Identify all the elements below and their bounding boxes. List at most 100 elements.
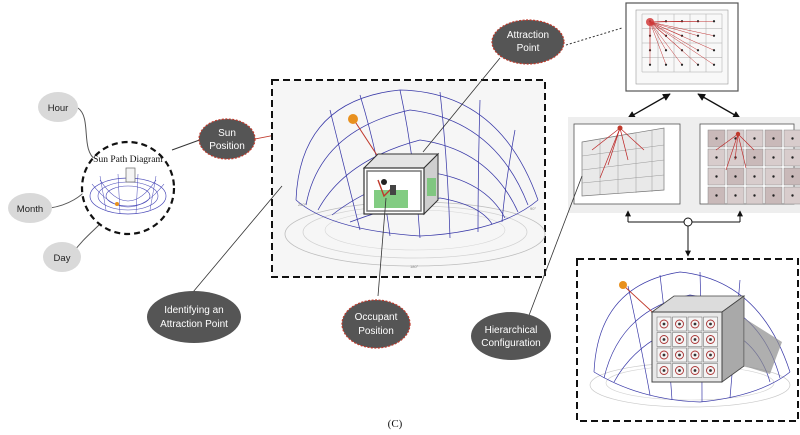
occupant-line2: Position (358, 326, 394, 337)
cell-dot (753, 137, 756, 140)
hier-cell-ring (706, 350, 715, 360)
hier-cell-ring (706, 366, 715, 375)
central-scene: 260° 90° 180° (271, 79, 546, 278)
attraction-ray (649, 21, 715, 23)
flat-ray (725, 133, 739, 171)
cell-dot (791, 194, 794, 197)
cell-dot (772, 194, 775, 197)
occupant-position-bubble: Occupant Position (341, 299, 411, 349)
central-sun (348, 114, 358, 124)
attraction-point-line2: Point (517, 43, 540, 54)
hour-connector (77, 107, 97, 161)
identifying-line1: Identifying an (164, 305, 224, 316)
hier-cell-dot (678, 353, 681, 357)
sun-position-bubble: Sun Position (198, 118, 256, 160)
attraction-ray (649, 21, 715, 36)
cell-dot (753, 156, 756, 159)
hier-cell-dot (662, 322, 666, 326)
hier-cell-dot (693, 322, 697, 326)
svg-text:90°: 90° (530, 206, 536, 211)
month-connector (49, 189, 87, 209)
grid-point (712, 34, 716, 37)
hier-cell-ring (690, 335, 700, 344)
cell-dot (715, 175, 718, 178)
flat-cells (707, 129, 800, 205)
identifying-pointer (187, 185, 283, 299)
grid-point (680, 63, 684, 66)
occupant-pointer (377, 197, 387, 297)
split-arrow-left (627, 93, 671, 119)
cell-dot (791, 156, 794, 159)
config-perspective (573, 123, 681, 205)
hier-cell-dot (678, 369, 681, 372)
hier-cell-ring (659, 335, 669, 344)
figure-caption: (C) (388, 418, 403, 430)
svg-text:260°: 260° (298, 202, 307, 207)
attraction-ray (649, 21, 699, 36)
cell-dot (734, 194, 737, 197)
cell-dot (791, 137, 794, 140)
attraction-ray (649, 21, 667, 51)
grid-point (664, 34, 668, 37)
attraction-point-pointer (565, 27, 623, 46)
flat-ray (737, 133, 747, 169)
day-label: Day (54, 253, 71, 264)
hier-cell-ring (690, 366, 700, 375)
attraction-ray (649, 21, 699, 51)
sun-position-line1: Sun (218, 128, 236, 139)
hierarchical-sun (619, 281, 627, 289)
attraction-point-bubble: Attraction Point (491, 19, 565, 65)
hierarchical-pointer (527, 175, 583, 319)
attraction-ray (649, 21, 715, 65)
grid-point (696, 49, 700, 52)
hier-cell-dot (662, 353, 666, 357)
configurations-panel (568, 117, 800, 213)
hier-cell-ring (690, 319, 700, 329)
hier-cell-dot (693, 369, 697, 372)
grid-point (712, 20, 716, 23)
hier-cell-ring (675, 366, 684, 375)
hier-cell-dot (709, 322, 712, 326)
hier-cell-dot (709, 369, 712, 372)
flat-ray (715, 133, 739, 151)
grid-point (664, 63, 668, 66)
attraction-grid (641, 13, 723, 73)
split-arrow-right (697, 93, 741, 119)
identifying-line2: Attraction Point (160, 319, 228, 330)
attraction-to-scene-line (422, 57, 501, 153)
attraction-ray (649, 21, 683, 65)
cell-dot (772, 156, 775, 159)
room-model (362, 152, 440, 216)
hierarchical-cells (656, 316, 718, 378)
attraction-ray (649, 21, 667, 65)
grid-point (648, 63, 652, 66)
hier-cell-ring (675, 319, 684, 329)
grid-point (696, 63, 700, 66)
hier-cell-dot (662, 369, 666, 372)
attraction-ray (649, 21, 699, 65)
cell-dot (753, 194, 756, 197)
sun-path-title: Sun Path Diagram (93, 155, 163, 165)
hier-cell-ring (659, 319, 669, 329)
cell-dot (715, 156, 718, 159)
month-label: Month (17, 204, 43, 215)
hier-cell-dot (662, 338, 666, 341)
hier-cell-dot (693, 353, 697, 357)
flat-ray (734, 133, 739, 161)
hierarchical-line1: Hierarchical (485, 325, 538, 336)
hier-cell-dot (709, 338, 712, 341)
flat-attraction-point (735, 131, 741, 137)
small-sun-dot (115, 202, 119, 206)
attraction-ray (649, 21, 715, 51)
input-group: Hour Month Day (8, 92, 176, 272)
hier-cell-ring (675, 335, 684, 344)
hierarchical-configuration-bubble: Hierarchical Configuration (471, 312, 551, 360)
hier-cell-ring (690, 350, 700, 360)
attraction-point-line1: Attraction (507, 30, 549, 41)
sun-position-line2: Position (209, 141, 245, 152)
attraction-point-marker (646, 18, 654, 26)
sun-path-diagram: Sun Path Diagram (80, 140, 176, 236)
identifying-attraction-point-bubble: Identifying an Attraction Point (147, 291, 241, 343)
hier-cell-ring (706, 335, 715, 344)
